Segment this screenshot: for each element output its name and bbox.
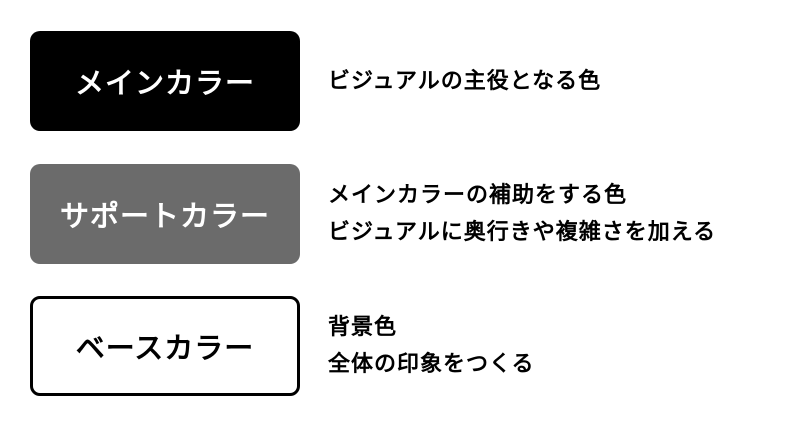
- main-color-description: ビジュアルの主役となる色: [328, 63, 601, 100]
- support-color-row: サポートカラー メインカラーの補助をする色 ビジュアルに奥行きや複雑さを加える: [30, 164, 716, 264]
- base-color-description: 背景色 全体の印象をつくる: [328, 309, 535, 383]
- support-color-description-line-1: メインカラーの補助をする色: [328, 183, 628, 208]
- base-color-description-line-1: 背景色: [328, 315, 398, 340]
- support-color-description-line-2: ビジュアルに奥行きや複雑さを加える: [328, 220, 717, 245]
- main-color-label: メインカラー: [74, 66, 255, 100]
- support-color-description: メインカラーの補助をする色 ビジュアルに奥行きや複雑さを加える: [328, 177, 716, 251]
- support-color-swatch: サポートカラー: [30, 164, 300, 264]
- base-color-label: ベースカラー: [75, 331, 255, 365]
- base-color-swatch: ベースカラー: [30, 296, 300, 396]
- support-color-label: サポートカラー: [59, 199, 270, 233]
- base-color-description-line-2: 全体の印象をつくる: [328, 352, 535, 377]
- base-color-row: ベースカラー 背景色 全体の印象をつくる: [30, 296, 535, 396]
- main-color-row: メインカラー ビジュアルの主役となる色: [30, 31, 601, 131]
- main-color-swatch: メインカラー: [30, 31, 300, 131]
- main-color-description-line: ビジュアルの主役となる色: [328, 68, 602, 94]
